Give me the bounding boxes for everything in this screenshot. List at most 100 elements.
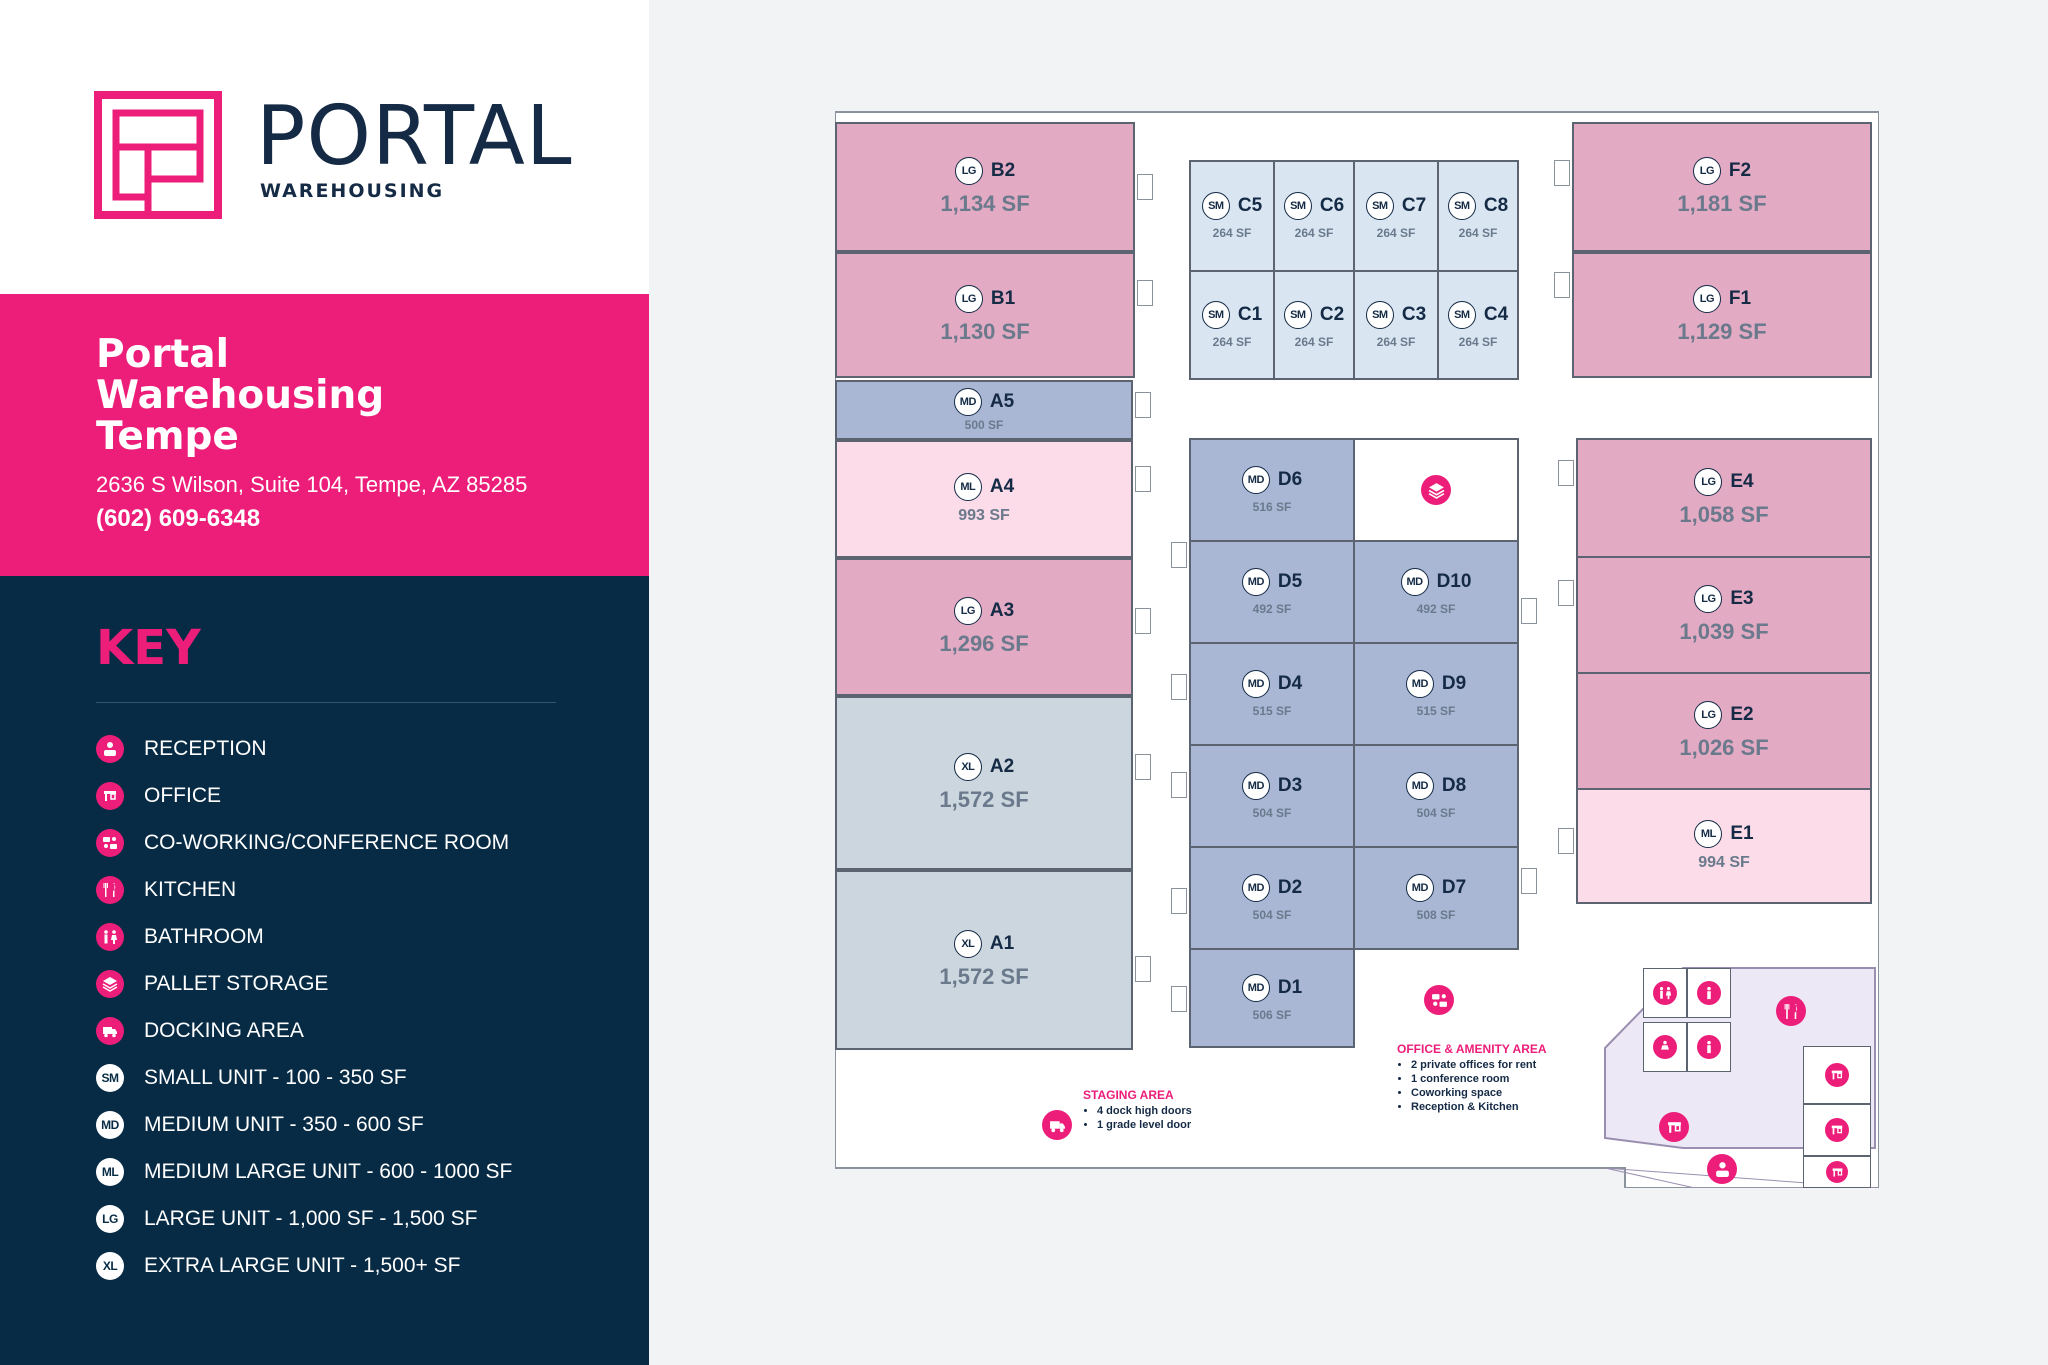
legend-label: OFFICE <box>144 784 221 807</box>
unit-door <box>1554 160 1570 186</box>
unit-id: C2 <box>1319 304 1345 325</box>
amenity-title: OFFICE & AMENITY AREA <box>1397 1042 1547 1056</box>
bathroom-room[interactable] <box>1643 1022 1687 1072</box>
unit-area: 500 SF <box>964 418 1004 432</box>
amenity-item: Reception & Kitchen <box>1411 1100 1547 1114</box>
docking-icon[interactable] <box>1042 1110 1072 1140</box>
unit-area: 508 SF <box>1416 908 1456 922</box>
size-badge: ML <box>953 473 982 501</box>
legend-item-pallet: PALLET STORAGE <box>96 969 328 999</box>
location-phone[interactable]: (602) 609-6348 <box>96 505 261 532</box>
office-icon <box>1825 1063 1849 1087</box>
bathroom-icon <box>1653 981 1677 1005</box>
unit-door <box>1135 608 1151 634</box>
size-badge: SM <box>1447 301 1476 329</box>
unit-area: 515 SF <box>1416 704 1456 718</box>
legend-label: CO-WORKING/CONFERENCE ROOM <box>144 831 510 854</box>
unit-area: 264 SF <box>1294 226 1334 240</box>
bathroom-room[interactable] <box>1643 968 1687 1018</box>
amenity-item: Coworking space <box>1411 1086 1547 1100</box>
pallet-storage-area[interactable] <box>1353 438 1519 542</box>
reception-icon[interactable] <box>1707 1154 1737 1184</box>
unit-door <box>1171 888 1187 914</box>
office-icon <box>96 782 124 810</box>
unit-door <box>1558 828 1574 854</box>
coworking-icon[interactable] <box>1424 985 1454 1015</box>
size-badge: XL <box>953 753 982 781</box>
unit-area: 1,181 SF <box>1677 191 1767 216</box>
unit-door <box>1171 772 1187 798</box>
size-badge: LG <box>1694 701 1723 729</box>
unit-id: A4 <box>989 476 1015 497</box>
office-room[interactable] <box>1803 1046 1871 1104</box>
size-badge: MD <box>1241 670 1270 698</box>
unit-area: 504 SF <box>1416 806 1456 820</box>
office-room[interactable] <box>1803 1104 1871 1156</box>
amenity-item: 2 private offices for rent <box>1411 1058 1547 1072</box>
office-room[interactable] <box>1803 1156 1871 1188</box>
unit-area: 1,130 SF <box>940 319 1030 344</box>
bathroom-room[interactable] <box>1687 1022 1731 1072</box>
unit-id: A3 <box>989 600 1015 621</box>
unit-door <box>1135 754 1151 780</box>
unit-a3[interactable]: LG A3 1,296 SF <box>835 558 1133 696</box>
legend-label: SMALL UNIT - 100 - 350 SF <box>144 1066 407 1089</box>
unit-id: D1 <box>1277 977 1303 998</box>
pallet-storage-icon <box>1421 475 1451 505</box>
portal-logo-icon <box>94 91 222 219</box>
unit-a4[interactable]: ML A4 993 SF <box>835 440 1133 558</box>
unit-door <box>1171 542 1187 568</box>
bathroom-room[interactable] <box>1687 968 1731 1018</box>
kitchen-icon[interactable] <box>1776 996 1806 1026</box>
unit-area: 504 SF <box>1252 806 1292 820</box>
location-title: Portal Warehousing Tempe <box>96 332 385 459</box>
legend-item-docking: DOCKING AREA <box>96 1016 304 1046</box>
legend-item-small: SM SMALL UNIT - 100 - 350 SF <box>96 1063 407 1093</box>
brand-subtitle: WAREHOUSING <box>260 180 445 202</box>
unit-door <box>1521 868 1537 894</box>
unit-door <box>1135 956 1151 982</box>
size-badge: LG <box>953 597 982 625</box>
unit-area: 1,296 SF <box>939 631 1029 656</box>
legend-item-coworking: CO-WORKING/CONFERENCE ROOM <box>96 828 509 858</box>
unit-id: D10 <box>1436 571 1472 592</box>
office-icon[interactable] <box>1659 1112 1689 1142</box>
size-badge: SM <box>1365 301 1394 329</box>
unit-id: E2 <box>1730 704 1754 725</box>
size-badge: MD <box>1405 772 1434 800</box>
office-icon <box>1825 1118 1849 1142</box>
unit-area: 993 SF <box>958 507 1010 524</box>
staging-title: STAGING AREA <box>1083 1088 1174 1102</box>
